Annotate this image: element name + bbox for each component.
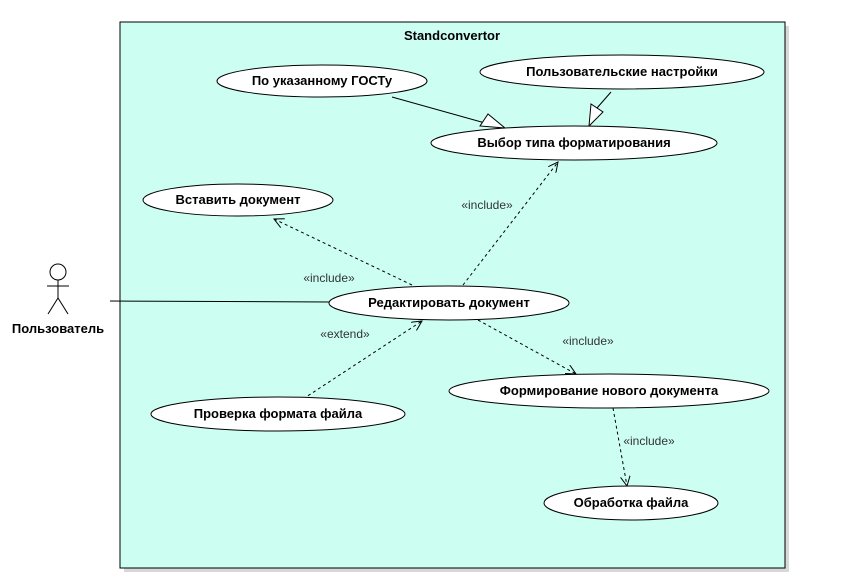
include-new-line: [477, 319, 576, 374]
usecase-check-format-label: Проверка формата файла: [194, 406, 363, 421]
usecase-gost-label: По указанному ГОСТу: [252, 73, 393, 88]
usecase-process-file-shape: [543, 485, 719, 521]
usecase-gost-shape: [216, 64, 428, 98]
include-format-line: [462, 162, 558, 286]
usecase-format-type-label: Выбор типа форматирования: [477, 135, 670, 150]
usecase-edit-doc-shape: [328, 285, 570, 321]
usecase-process-file-label: Обработка файла: [574, 495, 690, 510]
usecase-new-doc[interactable]: Формирование нового документа: [448, 373, 770, 409]
include-process-label: «include»: [623, 434, 675, 448]
actor-user[interactable]: Пользователь: [12, 263, 104, 336]
generalization-settings-arrowhead: [588, 103, 604, 128]
extend-check-label: «extend»: [320, 327, 370, 341]
usecase-new-doc-shape: [448, 373, 770, 409]
usecase-insert-doc-shape: [142, 183, 334, 217]
usecase-insert-doc[interactable]: Вставить документ: [142, 183, 334, 217]
include-process-line: [612, 407, 627, 486]
generalization-gost-line: [391, 96, 486, 124]
usecase-check-format[interactable]: Проверка формата файла: [150, 396, 406, 432]
system-title: Standconvertor: [404, 28, 500, 43]
usecase-gost[interactable]: По указанному ГОСТу: [216, 64, 428, 98]
include-insert-line: [274, 219, 413, 286]
usecase-user-settings-shape: [479, 54, 765, 90]
usecase-format-type-shape: [430, 125, 718, 161]
usecase-check-format-shape: [150, 396, 406, 432]
include-insert-label: «include»: [303, 271, 355, 285]
actor-label: Пользователь: [12, 321, 104, 336]
usecase-insert-doc-label: Вставить документ: [176, 192, 301, 207]
actor-head: [49, 263, 67, 281]
association-line: [109, 300, 332, 303]
include-format-label: «include»: [461, 198, 513, 212]
usecase-edit-doc-label: Редактировать документ: [368, 295, 530, 310]
usecase-user-settings[interactable]: Пользовательские настройки: [479, 54, 765, 90]
usecase-process-file[interactable]: Обработка файла: [543, 485, 719, 521]
actor-right-leg: [57, 297, 69, 315]
actor-left-leg: [47, 297, 59, 315]
generalization-gost-arrowhead: [479, 113, 507, 129]
usecase-edit-doc[interactable]: Редактировать документ: [328, 285, 570, 321]
include-new-label: «include»: [562, 334, 614, 348]
usecase-user-settings-label: Пользовательские настройки: [526, 64, 718, 79]
usecase-new-doc-label: Формирование нового документа: [500, 383, 719, 398]
generalization-settings-line: [596, 91, 612, 109]
usecase-format-type[interactable]: Выбор типа форматирования: [430, 125, 718, 161]
